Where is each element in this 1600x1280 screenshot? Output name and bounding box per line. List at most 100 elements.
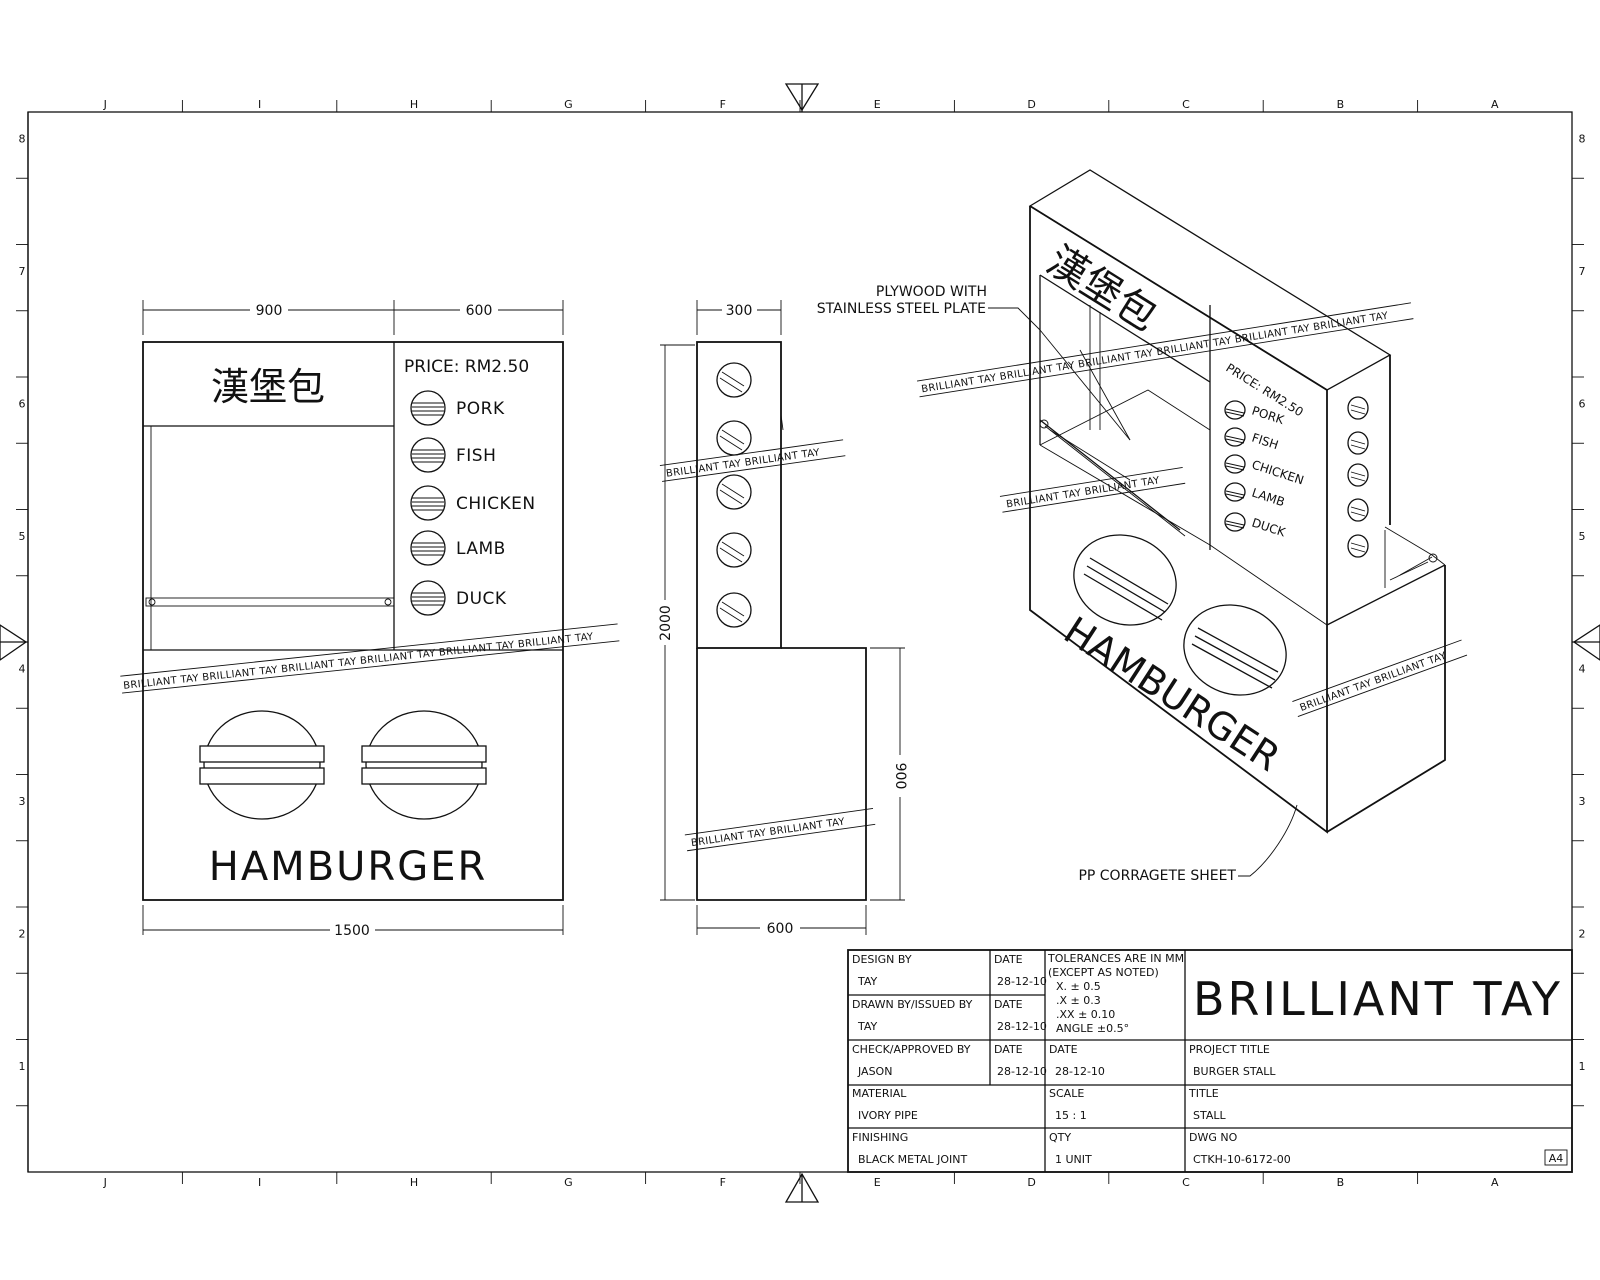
tb-tolerances: TOLERANCES ARE IN MM(EXCEPT AS NOTED)X. … xyxy=(1047,952,1184,1035)
tolerance-line: X. ± 0.5 xyxy=(1056,980,1101,993)
grid-number-left: 2 xyxy=(19,927,26,940)
grid-letter-bottom: E xyxy=(874,1176,881,1189)
menu-item-duck: DUCK xyxy=(456,589,507,609)
iso-callout-pp-sheet: PP CORRAGETE SHEET xyxy=(1078,868,1236,884)
tb-date-label-2: DATE xyxy=(994,998,1023,1011)
iso-menu-burger-icon xyxy=(1224,400,1246,420)
side-vent-icon xyxy=(716,362,752,398)
grid-letter-top: J xyxy=(103,98,107,111)
iso-menu-burger-icon xyxy=(1224,454,1246,474)
front-dim-600: 600 xyxy=(466,303,493,319)
side-dim-900: 900 xyxy=(892,763,908,790)
iso-chinese-title: 漢堡包 xyxy=(1039,238,1165,341)
menu-item-pork: PORK xyxy=(456,399,505,419)
front-view: 漢堡包 PRICE: RM2.50 PORK FISH CHICKEN LAMB DUC… xyxy=(142,300,564,939)
grid-letter-bottom: D xyxy=(1027,1176,1035,1189)
iso-menu-item-chicken: CHICKEN xyxy=(1250,458,1305,488)
grid-letter-bottom: J xyxy=(103,1176,107,1189)
menu-item-lamb: LAMB xyxy=(456,539,506,559)
front-dim-900: 900 xyxy=(256,303,283,319)
front-price-label: PRICE: RM2.50 xyxy=(404,357,529,377)
tolerance-line: (EXCEPT AS NOTED) xyxy=(1048,966,1159,979)
side-dim-300: 300 xyxy=(726,303,753,319)
tb-qty-label: QTY xyxy=(1049,1131,1071,1144)
front-dimensions: 900 600 1500 xyxy=(142,300,564,939)
tb-scale-label: SCALE xyxy=(1049,1087,1084,1100)
menu-item-chicken: CHICKEN xyxy=(456,494,536,514)
iso-burger-icon-right xyxy=(1183,604,1287,696)
tb-date-label-3: DATE xyxy=(994,1043,1023,1056)
grid-letter-top: H xyxy=(410,98,418,111)
side-vent-icon xyxy=(716,532,752,568)
tolerance-line: ANGLE ±0.5° xyxy=(1056,1022,1129,1035)
watermark-iso-top: BRILLIANT TAY BRILLIANT TAY BRILLIANT TA… xyxy=(921,311,1390,396)
iso-vent-icons xyxy=(1347,396,1369,558)
tolerance-line: TOLERANCES ARE IN MM xyxy=(1047,952,1184,965)
grid-letter-top: F xyxy=(720,98,726,111)
grid-letter-bottom: B xyxy=(1337,1176,1345,1189)
tb-title: STALL xyxy=(1193,1109,1227,1122)
menu-item-fish: FISH xyxy=(456,446,496,466)
grid-number-right: 2 xyxy=(1579,927,1586,940)
watermark-front: BRILLIANT TAY BRILLIANT TAY BRILLIANT TA… xyxy=(123,631,595,691)
grid-number-left: 3 xyxy=(19,795,26,808)
side-vent-icon xyxy=(716,592,752,628)
centering-marks xyxy=(0,83,1600,1203)
tb-check-by: JASON xyxy=(857,1065,892,1078)
tb-date-label-1: DATE xyxy=(994,953,1023,966)
watermark-iso-right: BRILLIANT TAY BRILLIANT TAY xyxy=(1298,650,1448,714)
iso-menu-item-lamb: LAMB xyxy=(1250,486,1286,510)
tb-check-label: CHECK/APPROVED BY xyxy=(852,1043,971,1056)
grid-letter-top: A xyxy=(1491,98,1499,111)
tolerance-line: .XX ± 0.10 xyxy=(1056,1008,1115,1021)
tb-sheet-size: A4 xyxy=(1549,1152,1564,1165)
grid-number-right: 3 xyxy=(1579,795,1586,808)
tb-design-date: 28-12-10 xyxy=(997,975,1047,988)
side-vent-icon xyxy=(716,474,752,510)
grid-number-right: 8 xyxy=(1579,132,1586,145)
grid-number-left: 8 xyxy=(19,132,26,145)
front-hamburger-text: HAMBURGER xyxy=(209,844,488,890)
watermark-iso-mid: BRILLIANT TAY BRILLIANT TAY xyxy=(1006,475,1162,510)
grid-number-left: 5 xyxy=(19,530,26,543)
grid-letter-bottom: C xyxy=(1182,1176,1190,1189)
grid-number-right: 5 xyxy=(1579,530,1586,543)
menu-burger-icon xyxy=(410,437,446,473)
grid-letter-top: B xyxy=(1337,98,1345,111)
isometric-view: 漢堡包 PRICE: RM2.50 PORKFISHCHICKENLAMBDUC… xyxy=(817,169,1446,884)
menu-burger-icon xyxy=(410,580,446,616)
menu-burger-icon xyxy=(410,390,446,426)
grid-letter-bottom: F xyxy=(720,1176,726,1189)
tb-finishing: BLACK METAL JOINT xyxy=(858,1153,967,1166)
grid-letter-top: C xyxy=(1182,98,1190,111)
side-vent-icons xyxy=(716,362,752,628)
menu-burger-icon xyxy=(410,485,446,521)
grid-letter-top: I xyxy=(258,98,261,111)
grid-number-right: 6 xyxy=(1579,397,1586,410)
front-chinese-title: 漢堡包 xyxy=(211,365,325,409)
iso-vent-icon xyxy=(1347,431,1369,455)
iso-vent-icon xyxy=(1347,463,1369,487)
tb-project-title: BURGER STALL xyxy=(1193,1065,1276,1078)
tb-project-title-label: PROJECT TITLE xyxy=(1189,1043,1270,1056)
grid-letter-bottom: I xyxy=(258,1176,261,1189)
tb-date2: 28-12-10 xyxy=(1055,1065,1105,1078)
tb-qty: 1 UNIT xyxy=(1055,1153,1092,1166)
tolerance-line: .X ± 0.3 xyxy=(1056,994,1101,1007)
iso-callout-steel: STAINLESS STEEL PLATE xyxy=(817,301,986,317)
front-burger-icon-right xyxy=(361,710,487,820)
iso-menu-item-fish: FISH xyxy=(1250,431,1280,453)
front-dim-1500: 1500 xyxy=(334,923,370,939)
grid-number-left: 1 xyxy=(19,1060,26,1073)
side-dim-600: 600 xyxy=(767,921,794,937)
tb-design-by-label: DESIGN BY xyxy=(852,953,912,966)
tb-finishing-label: FINISHING xyxy=(852,1131,908,1144)
side-dimensions: 300 2000 900 600 xyxy=(658,300,908,937)
side-view: 300 2000 900 600 xyxy=(658,300,908,937)
iso-menu-burger-icon xyxy=(1224,427,1246,447)
tb-drawn-label: DRAWN BY/ISSUED BY xyxy=(852,998,973,1011)
tb-drawn-by: TAY xyxy=(857,1020,878,1033)
iso-vent-icon xyxy=(1347,396,1369,420)
tb-material-label: MATERIAL xyxy=(852,1087,907,1100)
